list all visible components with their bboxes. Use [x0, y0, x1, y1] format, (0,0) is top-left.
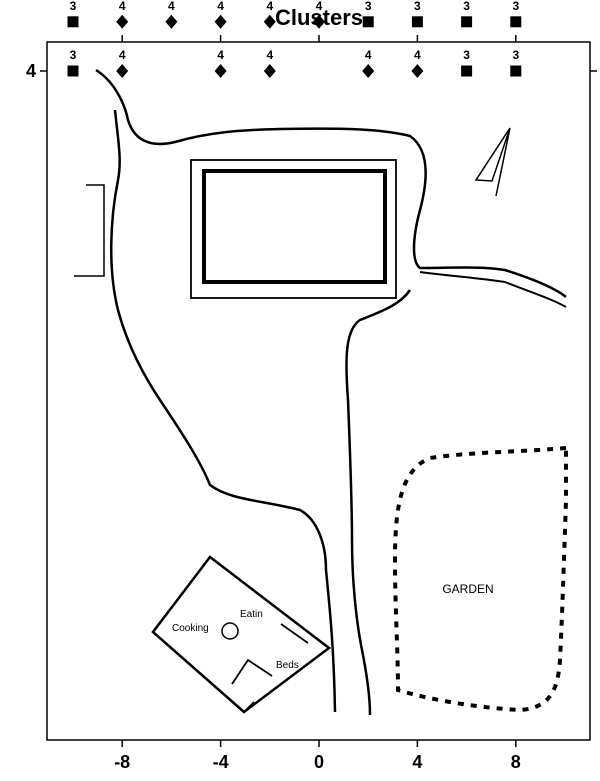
cluster-4-marker [214, 14, 227, 29]
cluster-label: 3 [463, 48, 470, 62]
cluster-label: 3 [463, 0, 470, 13]
x-tick-label: -8 [114, 752, 130, 772]
cluster-label: 4 [266, 48, 273, 62]
cluster-label: 4 [316, 0, 323, 13]
house-outline [151, 555, 332, 714]
boundary-line-north [95, 68, 567, 298]
cluster-label: 3 [365, 0, 372, 13]
cluster-label: 4 [266, 0, 273, 13]
cluster-4-marker [214, 64, 227, 78]
cooking-circle [221, 622, 239, 640]
plot-frame [46, 41, 591, 741]
cluster-4-marker [263, 64, 276, 78]
cluster-label: 3 [512, 48, 519, 62]
boundary-line-central [345, 289, 412, 716]
annotation-garden: GARDEN [442, 582, 493, 596]
cluster-3-marker [461, 65, 473, 77]
cluster-label: 4 [365, 48, 372, 62]
annotation-eatin: Eatin [240, 609, 263, 620]
x-tick-label: 8 [511, 752, 521, 772]
cluster-label: 3 [70, 48, 77, 62]
cluster-label: 4 [119, 0, 126, 13]
cluster-3-marker [411, 16, 423, 28]
cluster-4-marker [165, 14, 178, 29]
cluster-3-marker [362, 16, 374, 28]
cluster-3-marker [510, 16, 522, 28]
cluster-3-marker [67, 16, 79, 28]
cluster-label: 4 [414, 48, 421, 62]
garden-fence [392, 445, 568, 713]
points-layer: 3444443334444433334334444434332224333333… [67, 0, 522, 78]
cluster-label: 4 [119, 48, 126, 62]
annotation-beds: Beds [276, 660, 299, 671]
map-features [74, 68, 568, 716]
cluster-label: 4 [217, 0, 224, 13]
building-outer-wall [190, 159, 397, 299]
cluster-label: 3 [414, 0, 421, 13]
cluster-4-marker [116, 14, 129, 29]
cluster-3-marker [461, 16, 473, 28]
annotations: GARDEN Cooking Eatin Beds [172, 582, 494, 671]
cluster-label: 4 [217, 48, 224, 62]
cluster-label: 3 [512, 0, 519, 13]
cluster-4-marker [263, 14, 276, 29]
axes-layer: -8-404840-4-8-12-16-20 [26, 35, 597, 772]
x-tick-label: 0 [314, 752, 324, 772]
cluster-label: 4 [168, 0, 175, 13]
y-tick-label: 4 [26, 61, 36, 81]
cluster-3-marker [67, 65, 79, 77]
west-bracket [74, 184, 105, 277]
building-inner-wall [202, 169, 387, 284]
x-tick-label: 4 [412, 752, 422, 772]
cluster-4-marker [362, 64, 375, 78]
cluster-4-marker [411, 64, 424, 78]
house-interior-walls [231, 623, 309, 713]
annotation-cooking: Cooking [172, 623, 209, 634]
x-tick-label: -4 [213, 752, 229, 772]
cluster-3-marker [510, 65, 522, 77]
north-arrow [474, 127, 511, 197]
boundary-line-east [419, 271, 567, 308]
boundary-line-west [110, 109, 337, 713]
cluster-label: 3 [70, 0, 77, 13]
cluster-4-marker [116, 64, 129, 78]
cluster-4-marker [313, 14, 325, 29]
